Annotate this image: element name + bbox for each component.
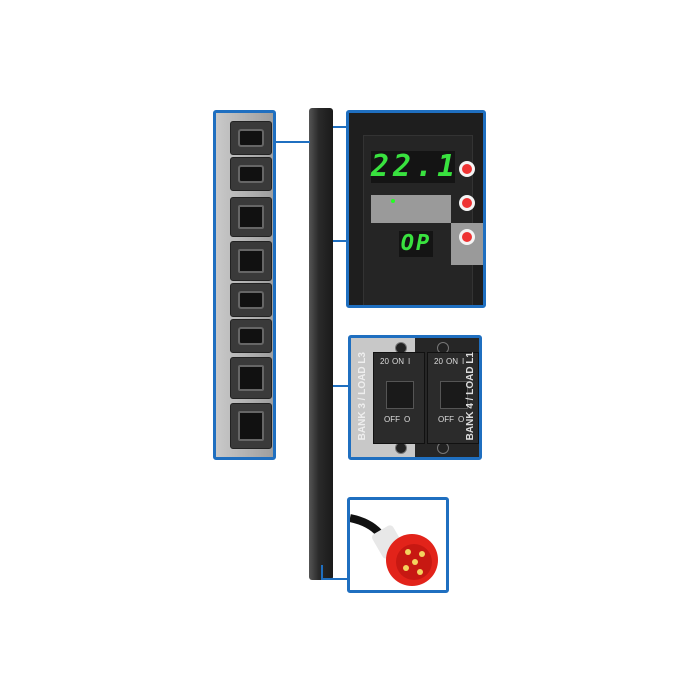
mode-display: OP <box>399 231 433 257</box>
outlets-detail-panel <box>213 110 276 460</box>
bank-3-breaker[interactable]: 20 ON I OFF O <box>373 352 425 444</box>
rating-label: 20 <box>380 357 389 366</box>
select-button[interactable] <box>459 229 475 245</box>
on-label: ON <box>446 357 458 366</box>
c19-outlet <box>230 197 272 237</box>
connector-line <box>276 141 310 143</box>
led-icon <box>391 199 395 203</box>
connector-line <box>333 126 347 128</box>
rating-label: 20 <box>434 357 443 366</box>
breaker-switch[interactable] <box>386 381 414 409</box>
c13-outlet <box>230 121 272 155</box>
c13-outlet <box>230 319 272 353</box>
off-symbol: O <box>404 415 411 424</box>
up-button[interactable] <box>459 161 475 177</box>
c13-outlet <box>230 283 272 317</box>
on-label: ON <box>392 357 404 366</box>
c19-outlet <box>230 241 272 281</box>
bank-4-label: BANK 4 / LOAD L1 <box>465 352 476 441</box>
on-symbol: I <box>462 357 465 366</box>
display-panel: 22.1 OP <box>346 110 486 308</box>
led-indicator-strip <box>371 195 451 223</box>
off-symbol: O <box>458 415 465 424</box>
red-iec60309-plug-icon <box>350 514 438 586</box>
c13-outlet <box>230 157 272 191</box>
breaker-switch[interactable] <box>440 381 468 409</box>
connector-line <box>321 565 323 579</box>
bank-3-label: BANK 3 / LOAD L3 <box>357 352 368 441</box>
current-reading-display: 22.1 <box>371 149 460 184</box>
plug-panel <box>347 497 449 593</box>
off-label: OFF <box>438 415 454 424</box>
c19-outlet <box>230 357 272 399</box>
on-symbol: I <box>408 357 411 366</box>
connector-line <box>321 578 348 580</box>
connector-line <box>333 385 349 387</box>
pdu-strip <box>309 108 333 580</box>
down-button[interactable] <box>459 195 475 211</box>
breaker-panel: BANK 3 / LOAD L3 20 ON I OFF O 20 ON I O… <box>348 335 482 460</box>
connector-line <box>333 240 347 242</box>
c19-outlet <box>230 403 272 449</box>
bank-4-breaker[interactable]: 20 ON I OFF O <box>427 352 479 444</box>
off-label: OFF <box>384 415 400 424</box>
